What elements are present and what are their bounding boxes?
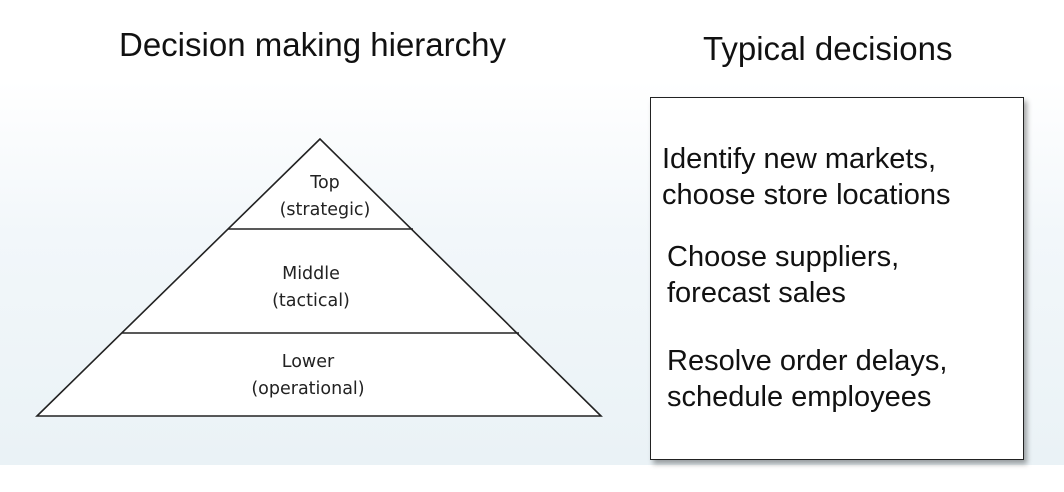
- tier-lower-name: Lower: [281, 352, 335, 372]
- tactical-decision: Choose suppliers, forecast sales: [667, 239, 899, 311]
- tactical-decision-line2: forecast sales: [667, 277, 846, 309]
- typical-decisions-box: Identify new markets, choose store locat…: [650, 97, 1024, 460]
- tier-middle-name: Middle: [282, 264, 340, 284]
- strategic-decision-line1: Identify new markets,: [662, 143, 936, 175]
- pyramid-outline: [35, 137, 603, 417]
- tier-middle-level: (tactical): [272, 291, 350, 311]
- operational-decision-line1: Resolve order delays,: [667, 345, 948, 377]
- tactical-decision-line1: Choose suppliers,: [667, 241, 900, 273]
- pyramid-diagram: [35, 137, 603, 417]
- decisions-heading: Typical decisions: [703, 30, 953, 67]
- tier-lower-level: (operational): [251, 379, 365, 399]
- strategic-decision-line2: choose store locations: [662, 179, 951, 211]
- tier-top-level: (strategic): [279, 200, 371, 220]
- hierarchy-heading: Decision making hierarchy: [119, 26, 506, 63]
- strategic-decision: Identify new markets, choose store locat…: [662, 141, 951, 213]
- operational-decision: Resolve order delays, schedule employees: [667, 343, 947, 415]
- tier-top-name: Top: [310, 173, 340, 193]
- operational-decision-line2: schedule employees: [667, 381, 932, 413]
